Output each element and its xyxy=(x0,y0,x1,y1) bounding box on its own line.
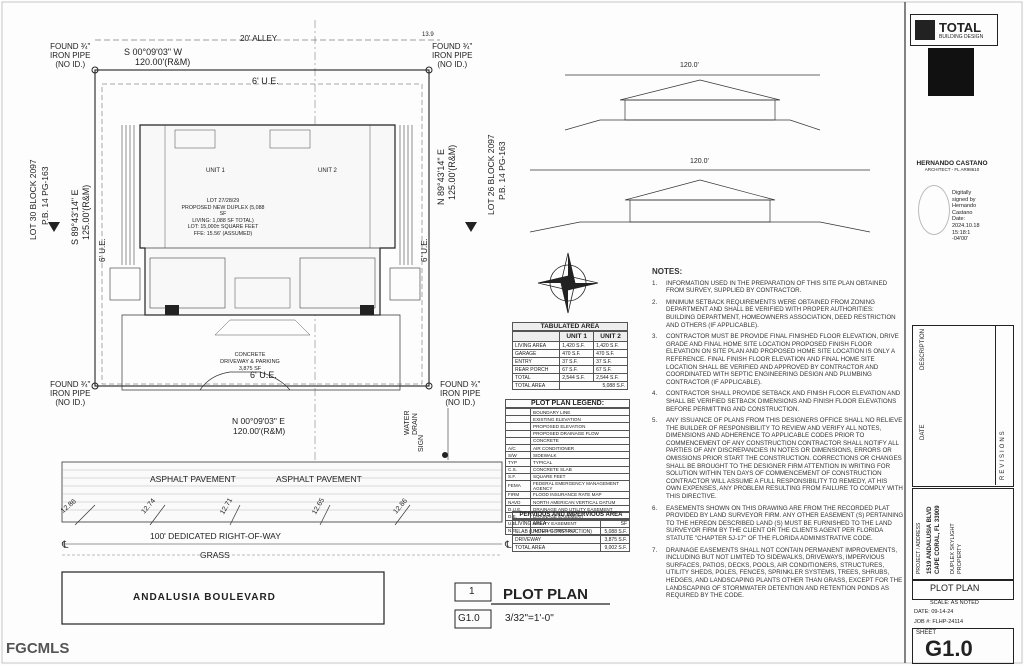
alley-label: 20' ALLEY xyxy=(240,34,278,43)
lot-right-label: LOT 26 BLOCK 2097 xyxy=(486,134,496,215)
grass-label: GRASS xyxy=(200,550,230,560)
north-length: 120.00'(R&M) xyxy=(135,57,191,67)
watermark: FGCMLS xyxy=(6,640,70,657)
description-label: DESCRIPTION xyxy=(920,328,926,370)
note-item: 4.CONTRACTOR SHALL PROVIDE SETBACK AND F… xyxy=(652,390,901,413)
unit2-label: UNIT 2 xyxy=(318,168,337,174)
sheet-number-box xyxy=(912,628,1014,664)
note-item: 1.INFORMATION USED IN THE PREPARATION OF… xyxy=(652,279,888,295)
date-value: DATE: 09-14-24 xyxy=(914,609,954,615)
dim-label: 13.9 xyxy=(422,32,434,38)
lot-left-label: LOT 30 BLOCK 2097 xyxy=(28,159,38,240)
upper-elevation-dim: 120.0' xyxy=(680,62,699,69)
asphalt-left-label: ASPHALT PAVEMENT xyxy=(150,474,236,484)
asphalt-right-label: ASPHALT PAVEMENT xyxy=(276,474,362,484)
project-block xyxy=(912,488,1014,580)
plot-plan-title: PLOT PLAN xyxy=(503,586,588,603)
lot-right-pb: P.B. 14 PG-163 xyxy=(497,141,507,200)
view-sheet: G1.0 xyxy=(458,613,480,624)
found-pipe-tr: FOUND ¾"IRON PIPE(NO ID.) xyxy=(432,42,473,69)
lot-left-pb: P.B. 14 PG-163 xyxy=(40,166,50,225)
ue-right-label: 6' U.E. xyxy=(420,238,429,262)
note-item: 3.CONTRACTOR MUST BE PROVIDE FINAL FINIS… xyxy=(652,333,899,386)
found-pipe-br: FOUND ¾"IRON PIPE(NO ID.) xyxy=(440,380,481,407)
ue-top-label: 6' U.E. xyxy=(252,76,279,86)
south-bearing: N 00°09'03" E xyxy=(232,416,285,426)
east-bearing: N 89°43'14" E xyxy=(436,148,446,205)
note-item: 7.DRAINAGE EASEMENTS SHALL NOT CONTAIN P… xyxy=(652,546,903,600)
unit1-label: UNIT 1 xyxy=(206,168,225,174)
south-length: 120.00'(R&M) xyxy=(233,426,286,436)
west-length: 125.00'(R&M) xyxy=(81,184,91,240)
architect-logo-icon xyxy=(928,48,974,96)
north-bearing: S 00°09'03" W xyxy=(124,47,183,57)
note-item: 5.ANY ISSUANCE OF PLANS FROM THIS DESIGN… xyxy=(652,417,903,501)
svg-text:℄: ℄ xyxy=(61,540,69,551)
logo-mark-icon xyxy=(915,20,935,40)
brand-logo: TOTAL BUILDING DESIGN xyxy=(910,14,998,46)
pervious-area-table: PERVIOUS AND IMPERVIOUS AREA LIVING AREA… xyxy=(512,511,631,552)
seal-icon xyxy=(918,185,950,235)
ue-left-label: 6' U.E. xyxy=(98,238,107,262)
sheet-title: PLOT PLAN xyxy=(930,583,980,593)
sign-label: SIGN xyxy=(418,434,425,452)
architect-info: HERNANDO CASTANO ARCHITECT - FL AR98610 xyxy=(916,160,988,172)
plot-plan-legend: PLOT PLAN LEGEND: BOUNDARY LINE EXISTING… xyxy=(505,399,630,536)
east-length: 125.00'(R&M) xyxy=(447,144,457,200)
lower-elevation-dim: 120.0' xyxy=(690,158,709,165)
project-label: PROJECT / ADDRESS xyxy=(916,522,922,574)
scale-label: SCALE: AS NOTED xyxy=(930,600,979,606)
svg-text:℄: ℄ xyxy=(504,540,512,551)
sheet-title-box xyxy=(912,580,1014,600)
revision-block xyxy=(912,325,1014,487)
date-label: DATE xyxy=(920,424,926,440)
sheet-label: SHEET xyxy=(916,630,937,636)
note-item: 2.MINIMUM SETBACK REQUIREMENTS WERE OBTA… xyxy=(652,298,896,329)
general-notes: NOTES: 1.INFORMATION USED IN THE PREPARA… xyxy=(652,268,904,604)
notes-heading: NOTES: xyxy=(652,267,683,276)
ue-bottom-label: 6' U.E. xyxy=(250,370,277,380)
revisions-label: REVISIONS xyxy=(1000,429,1006,480)
boulevard-label: ANDALUSIA BOULEVARD xyxy=(133,592,276,603)
row-label: 100' DEDICATED RIGHT-OF-WAY xyxy=(150,531,281,541)
found-pipe-bl: FOUND ¾"IRON PIPE(NO ID.) xyxy=(50,380,91,407)
job-number: JOB #: FLHP-24114 xyxy=(914,619,964,625)
note-item: 6.EASEMENTS SHOWN ON THIS DRAWING ARE FR… xyxy=(652,504,904,542)
west-bearing: S 89°43'14" E xyxy=(70,189,80,245)
view-number: 1 xyxy=(469,586,475,597)
found-pipe-tl: FOUND ¾"IRON PIPE(NO ID.) xyxy=(50,42,91,69)
sheet-number: G1.0 xyxy=(925,636,973,661)
plot-plan-scale: 3/32"=1'-0" xyxy=(505,613,554,624)
